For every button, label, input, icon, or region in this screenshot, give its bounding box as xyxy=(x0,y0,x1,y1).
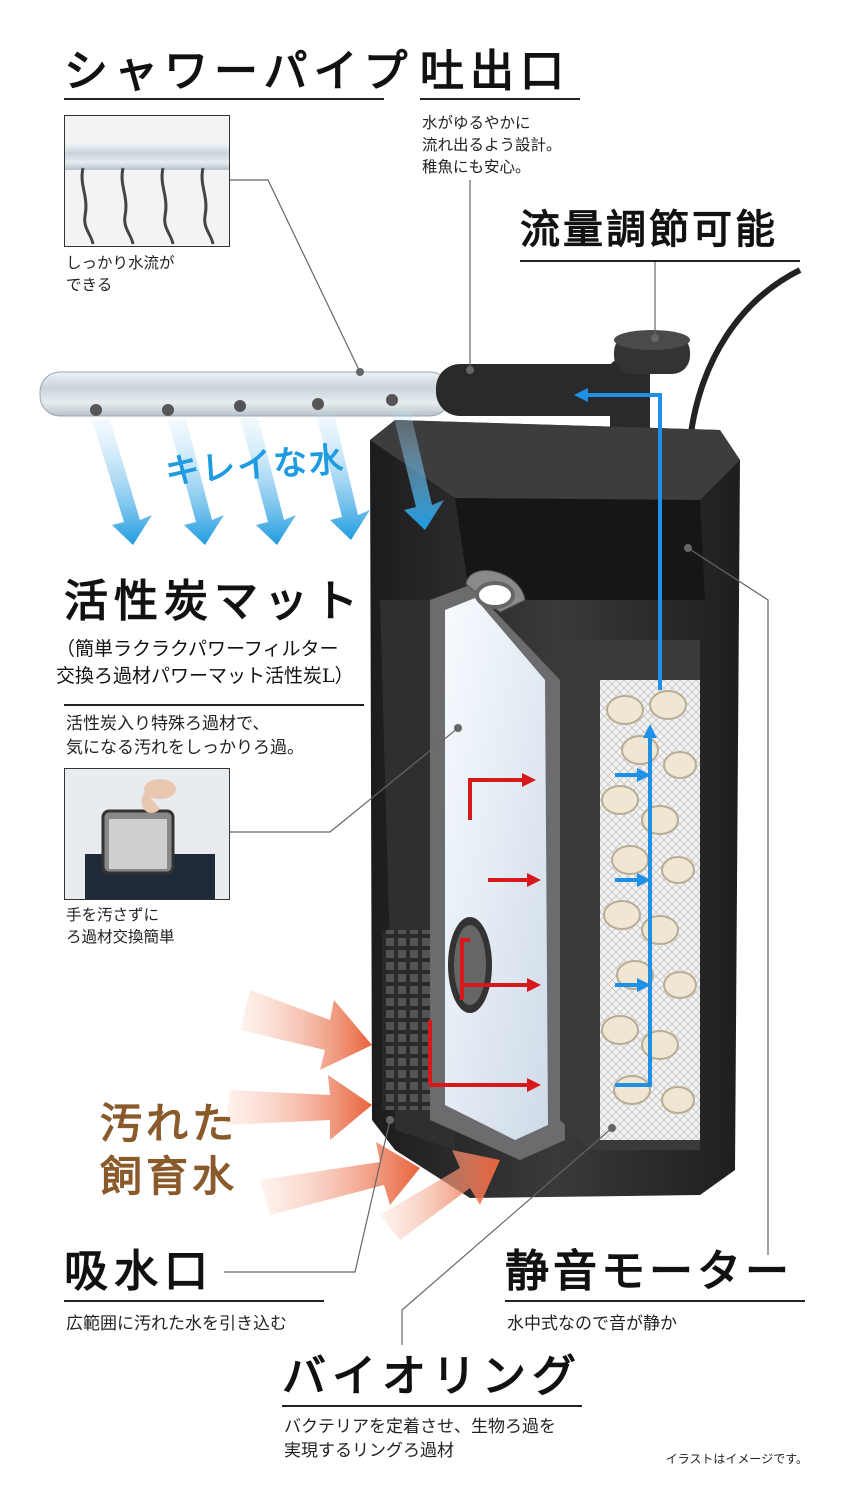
bioring-note-line: 実現するリングろ過材 xyxy=(284,1441,454,1462)
blue-flow-arrows xyxy=(574,388,662,1087)
shower-pipe-photo xyxy=(64,115,230,247)
carbon-mat-subtitle-line: 交換ろ過材パワーマット活性炭L） xyxy=(56,664,354,687)
dirty-water-arrows xyxy=(225,990,500,1240)
dirty-water-line: 汚れた xyxy=(100,1099,239,1148)
disclaimer: イラストはイメージです。 xyxy=(665,1452,808,1466)
red-flow-arrows xyxy=(428,773,541,1092)
motor-rule xyxy=(505,1300,805,1302)
shower-pipe xyxy=(39,371,451,417)
bioring-title: バイオリング xyxy=(282,1351,582,1402)
carbon-mat-subtitle-line: （簡単ラクラクパワーフィルター xyxy=(56,638,339,660)
dirty-water-line: 飼育水 xyxy=(100,1151,239,1201)
flow-adjust-rule xyxy=(520,260,800,262)
outlet-note-line: 稚魚にも安心。 xyxy=(422,158,531,176)
leader-dots xyxy=(356,334,692,1132)
carbon-mat-title: 活性炭マット xyxy=(64,576,364,627)
clean-water-arrows xyxy=(92,410,444,545)
bioring-note-line: バクテリアを定着させ、生物ろ過を xyxy=(284,1417,556,1437)
bioring-note: バクテリアを定着させ、生物ろ過を 実現するリングろ過材 xyxy=(284,1415,556,1463)
shower-pipe-note: しっかり水流が できる xyxy=(66,252,175,296)
outlet-note: 水がゆるやかに 流れ出るよう設計。 稚魚にも安心。 xyxy=(422,112,562,178)
shower-pipe-note-line: しっかり水流が xyxy=(66,254,175,272)
carbon-mat-photo-note-line: 手を汚さずに xyxy=(66,906,160,924)
flow-adjust-title: 流量調節可能 xyxy=(520,206,778,253)
outlet-title: 吐出口 xyxy=(420,46,570,97)
leader-lines xyxy=(224,179,769,1345)
motor-note: 水中式なので音が静か xyxy=(507,1314,677,1334)
carbon-mat-note-line: 活性炭入り特殊ろ過材で、 xyxy=(66,714,270,734)
carbon-mat-photo-note: 手を汚さずに ろ過材交換簡単 xyxy=(66,904,175,948)
intake-note: 広範囲に汚れた水を引き込む xyxy=(66,1314,287,1334)
outlet-note-line: 水がゆるやかに xyxy=(422,114,531,132)
intake-title: 吸水口 xyxy=(64,1246,214,1297)
dirty-water-label: 汚れた 飼育水 xyxy=(100,1098,238,1203)
carbon-mat-note: 活性炭入り特殊ろ過材で、 気になる汚れをしっかりろ過。 xyxy=(66,712,304,760)
outlet-rule xyxy=(420,98,580,100)
carbon-mat-photo-art xyxy=(85,779,215,899)
carbon-mat-rule xyxy=(64,704,364,706)
outlet-note-line: 流れ出るよう設計。 xyxy=(422,136,562,154)
carbon-mat-photo xyxy=(64,768,230,900)
shower-pipe-note-line: できる xyxy=(66,276,113,294)
bioring-rule xyxy=(282,1405,582,1407)
shower-pipe-rule xyxy=(64,98,384,100)
carbon-mat-note-line: 気になる汚れをしっかりろ過。 xyxy=(66,738,304,759)
carbon-mat-cartridge xyxy=(430,570,565,1160)
bio-rings xyxy=(601,690,697,1114)
power-cable xyxy=(687,267,802,441)
motor-title: 静音モーター xyxy=(505,1246,793,1297)
carbon-mat-photo-note-line: ろ過材交換簡単 xyxy=(66,928,175,946)
shower-pipe-photo-art xyxy=(65,144,229,245)
carbon-mat-subtitle: （簡単ラクラクパワーフィルター 交換ろ過材パワーマット活性炭L） xyxy=(56,636,354,689)
intake-rule xyxy=(64,1300,324,1302)
shower-pipe-title: シャワーパイプ xyxy=(64,46,414,97)
